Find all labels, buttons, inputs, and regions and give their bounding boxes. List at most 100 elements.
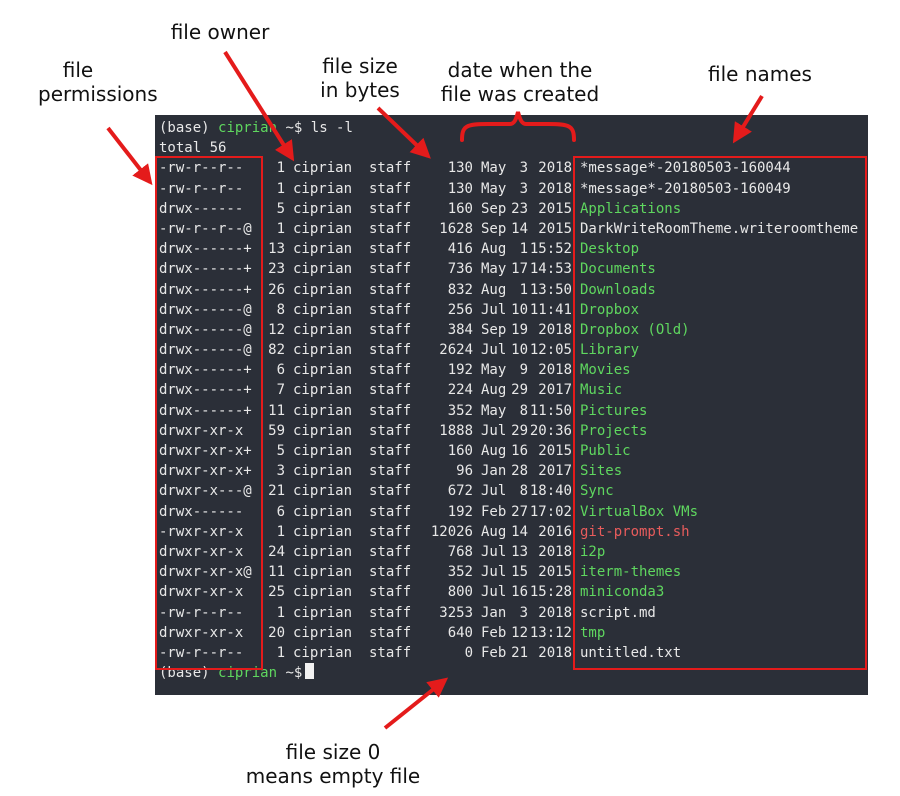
- entry-perm: -rw-r--r--: [159, 604, 244, 621]
- entry-name: untitled.txt: [580, 644, 682, 661]
- entry-month: Jul: [481, 422, 507, 439]
- entry-time: 2018: [538, 644, 572, 661]
- entry-group: staff: [369, 503, 412, 520]
- entry-size: 384: [447, 321, 473, 338]
- entry-name: Library: [580, 342, 640, 359]
- entry-name: miniconda3: [580, 584, 665, 601]
- entry-group: staff: [369, 261, 412, 278]
- entry-owner: ciprian: [293, 564, 353, 581]
- entry-month: Jul: [481, 584, 507, 601]
- entry-month: May: [481, 160, 507, 177]
- entry-group: staff: [369, 301, 412, 318]
- entry-perm: -rw-r--r--: [159, 180, 244, 197]
- entry-time: 14:53: [529, 261, 572, 278]
- entry-group: staff: [369, 523, 412, 540]
- entry-time: 18:40: [529, 483, 572, 500]
- entry-name: Pictures: [580, 402, 648, 419]
- entry-month: Jul: [481, 483, 507, 500]
- entry-time: 2018: [538, 160, 572, 177]
- prompt-env: (base): [159, 120, 210, 136]
- label-file-names: file names: [695, 62, 825, 86]
- entry-links: 59: [268, 422, 285, 439]
- entry-day: 14: [511, 220, 528, 237]
- terminal-window[interactable]: (base) ciprian ~$ ls -l total 56 -rw-r--…: [155, 115, 868, 695]
- entry-perm: drwxr-xr-x+: [159, 443, 252, 459]
- entry-name: git-prompt.sh: [580, 523, 690, 540]
- entry-day: 10: [511, 301, 528, 318]
- entry-size: 768: [447, 543, 473, 560]
- entry-perm: drwxr-xr-x: [159, 584, 244, 601]
- entry-day: 16: [511, 443, 528, 459]
- entry-owner: ciprian: [293, 362, 353, 379]
- entry-perm: -rwxr-xr-x: [159, 523, 244, 540]
- entry-name: Dropbox: [580, 301, 640, 318]
- entry-size: 224: [447, 382, 473, 399]
- entry-size: 352: [447, 564, 473, 581]
- entry-owner: ciprian: [293, 281, 353, 298]
- entry-links: 13: [268, 241, 285, 258]
- entry-group: staff: [369, 402, 412, 419]
- label-line: file owner: [170, 20, 270, 44]
- entry-name: script.md: [580, 604, 656, 621]
- entry-day: 9: [519, 362, 528, 379]
- entry-group: staff: [369, 220, 412, 237]
- entry-name: i2p: [580, 543, 606, 560]
- entry-links: 5: [276, 443, 285, 459]
- entry-time: 13:50: [529, 281, 572, 298]
- entry-links: 12: [268, 321, 285, 338]
- entry-links: 1: [276, 644, 285, 661]
- entry-day: 1: [519, 281, 528, 298]
- entry-links: 8: [276, 301, 285, 318]
- entry-day: 1: [519, 241, 528, 258]
- entry-size: 192: [447, 362, 473, 379]
- entry-name: DarkWriteRoomTheme.writeroomtheme: [580, 220, 859, 237]
- entry-links: 25: [268, 584, 285, 601]
- entry-group: staff: [369, 463, 412, 480]
- entry-name: Dropbox (Old): [580, 321, 690, 338]
- entry-perm: drwx------@: [159, 321, 252, 338]
- entry-links: 6: [276, 362, 285, 379]
- entry-day: 17: [511, 261, 528, 278]
- entry-name: *message*-20180503-160044: [580, 160, 791, 177]
- entry-name: Music: [580, 382, 623, 399]
- arrow-owner: [223, 50, 295, 162]
- entry-day: 28: [511, 463, 528, 480]
- entry-time: 2017: [538, 382, 572, 399]
- entry-time: 11:41: [529, 301, 572, 318]
- entry-group: staff: [369, 543, 412, 560]
- entry-perm: drwxr-xr-x: [159, 422, 244, 439]
- entry-day: 21: [511, 644, 528, 661]
- entry-name: Sync: [580, 483, 614, 500]
- entry-links: 5: [276, 200, 285, 217]
- entry-size: 0: [464, 644, 473, 661]
- entry-size: 416: [447, 241, 473, 258]
- entry-day: 3: [519, 604, 528, 621]
- entry-day: 3: [519, 180, 528, 197]
- entry-day: 27: [511, 503, 528, 520]
- entry-day: 8: [519, 483, 528, 500]
- highlight-box-permissions: [155, 156, 263, 670]
- entry-name: VirtualBox VMs: [580, 503, 699, 520]
- entry-month: Jul: [481, 543, 507, 560]
- entry-group: staff: [369, 422, 412, 439]
- label-date-created: date when the file was created: [430, 58, 610, 106]
- entry-group: staff: [369, 584, 412, 601]
- arrow-size-zero: [383, 677, 449, 730]
- cursor-block[interactable]: [305, 663, 315, 680]
- label-line: file size 0: [285, 740, 381, 764]
- entry-group: staff: [369, 483, 412, 500]
- entry-name: Applications: [580, 200, 682, 217]
- entry-links: 1: [276, 604, 285, 621]
- entry-day: 19: [511, 321, 528, 338]
- entry-group: staff: [369, 342, 412, 359]
